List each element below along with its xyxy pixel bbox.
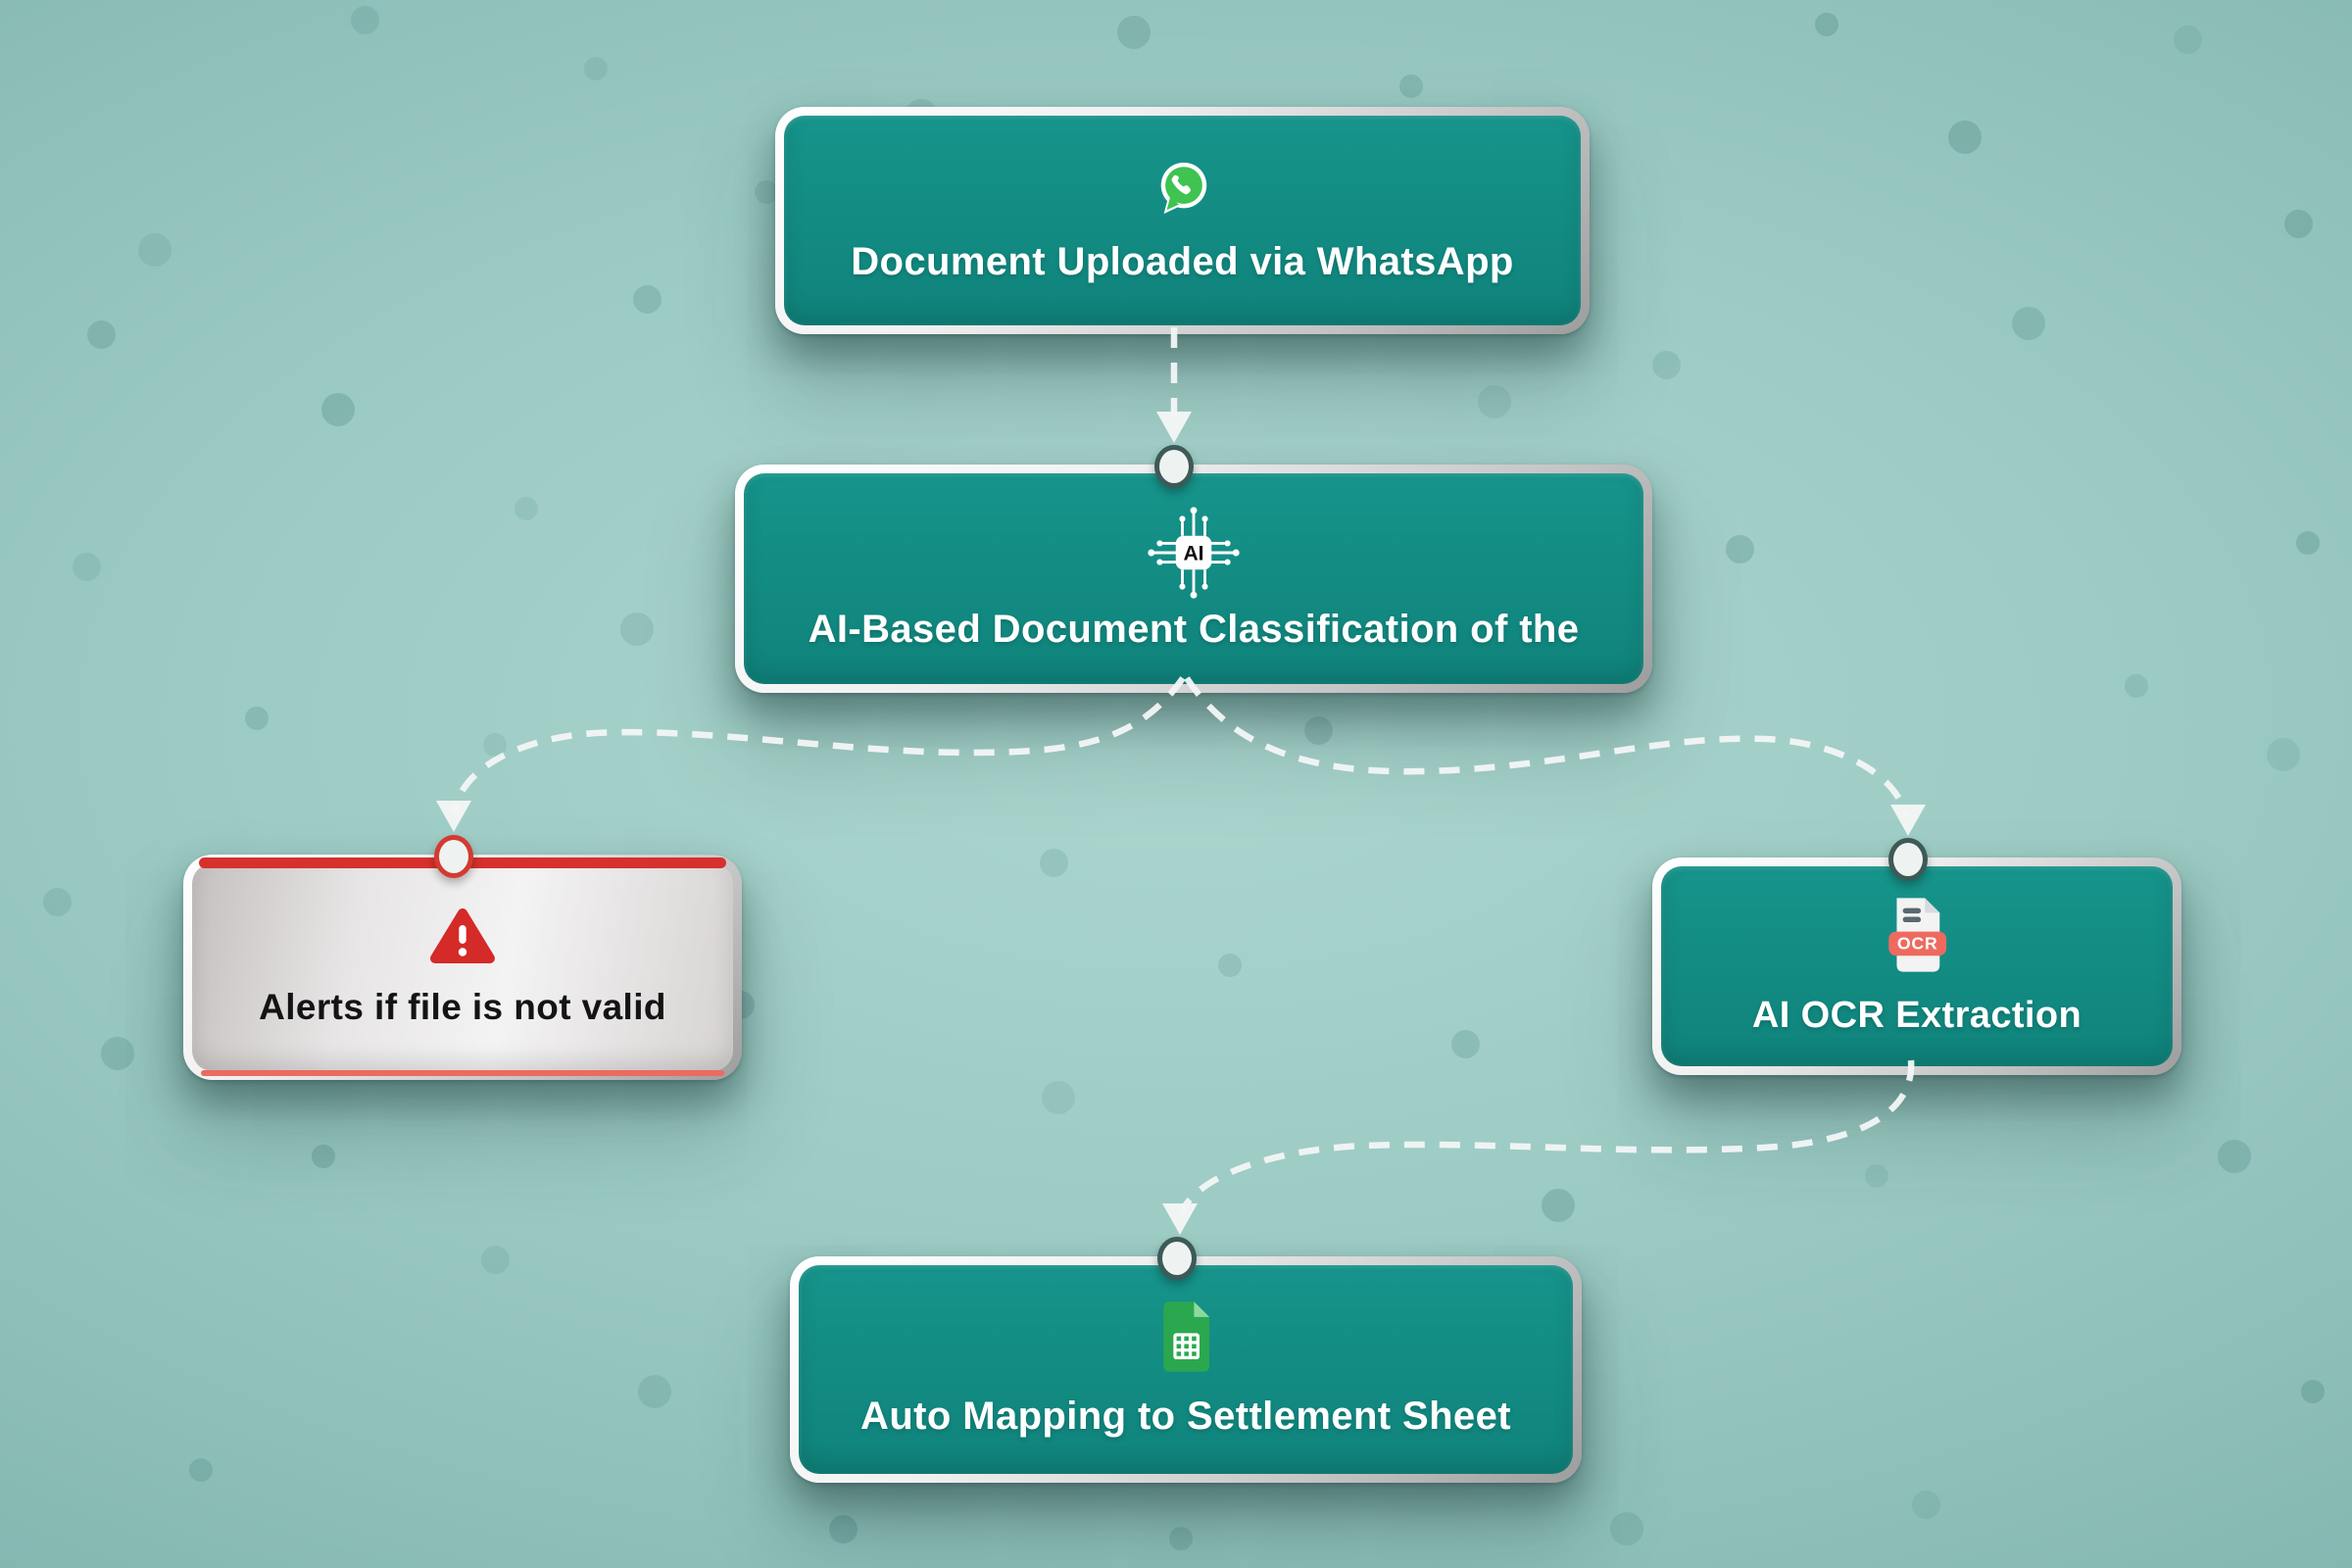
arrow-down-icon (1156, 412, 1192, 443)
node-ai-classification[interactable]: AI AI-Based Document Classification of t… (735, 465, 1652, 693)
node-label: Alerts if file is not valid (259, 987, 666, 1027)
arrow-down-icon (1162, 1203, 1198, 1235)
port-ocr-in[interactable] (1888, 838, 1928, 881)
port-classification-in[interactable] (1154, 445, 1194, 488)
node-label: Document Uploaded via WhatsApp (851, 239, 1514, 283)
port-alert-in[interactable] (434, 835, 473, 878)
edge-classification-to-alert (451, 676, 1186, 814)
edge-classification-to-ocr (1184, 676, 1910, 818)
edge-ocr-to-mapping (1176, 1059, 1915, 1219)
node-label: AI-Based Document Classification of the (808, 608, 1580, 651)
ai-chip-icon: AI (1147, 506, 1241, 600)
ocr-badge-text: OCR (1897, 933, 1938, 953)
sheets-icon (1158, 1300, 1213, 1373)
node-label: Auto Mapping to Settlement Sheet (860, 1395, 1511, 1438)
ai-chip-text: AI (1183, 543, 1203, 565)
node-whatsapp-upload[interactable]: Document Uploaded via WhatsApp (775, 107, 1590, 334)
whatsapp-icon (1152, 158, 1213, 219)
node-ai-ocr-extraction[interactable]: OCR AI OCR Extraction (1652, 858, 2181, 1075)
arrow-down-icon (1890, 805, 1926, 836)
port-mapping-in[interactable] (1157, 1237, 1197, 1280)
node-auto-mapping[interactable]: Auto Mapping to Settlement Sheet (790, 1256, 1582, 1483)
alert-bottom-accent (201, 1070, 724, 1076)
warning-icon (428, 906, 497, 967)
arrow-down-icon (436, 801, 471, 832)
node-label: AI OCR Extraction (1751, 994, 2082, 1036)
ocr-document-icon: OCR (1885, 897, 1949, 973)
